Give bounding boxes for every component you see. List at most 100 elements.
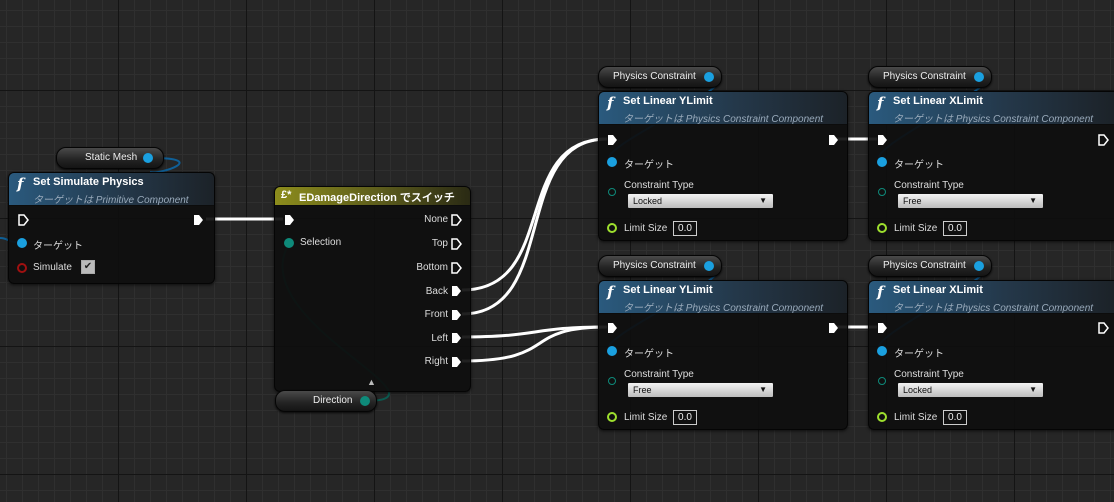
exec-output-pin-icon[interactable] [1098,134,1109,146]
exec-output-pin-icon[interactable] [828,134,839,146]
selection-pin[interactable] [284,238,294,248]
node-subtitle: ターゲットは Physics Constraint Component [893,303,1094,314]
switch-on-edamagedirection-node[interactable]: £* EDamageDirection でスイッチ Selection None… [274,186,471,392]
target-label: ターゲット [33,241,83,252]
exec-output-left-icon[interactable] [451,332,462,344]
physics-constraint-variable[interactable]: Physics Constraint [598,255,722,277]
set-linear-xlimit-node[interactable]: f Set Linear XLimit ターゲットは Physics Const… [868,280,1114,430]
exec-input-pin-icon[interactable] [877,322,888,334]
target-label: ターゲット [894,160,944,171]
constraint-type-pin[interactable] [878,377,886,385]
enum-output-pin[interactable] [360,396,370,406]
output-bottom-label: Bottom [416,262,448,273]
limit-size-pin[interactable] [607,412,617,422]
constraint-type-pin[interactable] [878,188,886,196]
limit-size-input[interactable]: 0.0 [673,221,697,236]
simulate-label: Simulate [33,262,72,273]
simulate-pin[interactable] [17,263,27,273]
node-title: Set Linear XLimit [893,284,983,296]
chevron-down-icon: ▼ [759,196,767,205]
constraint-type-dropdown[interactable]: Locked ▼ [627,193,774,209]
constraint-type-pin[interactable] [608,377,616,385]
physics-constraint-label: Physics Constraint [613,260,696,271]
exec-input-pin-icon[interactable] [607,134,618,146]
static-mesh-label: Static Mesh [85,152,138,163]
switch-icon: £* [281,189,292,201]
exec-input-pin-icon[interactable] [877,134,888,146]
chevron-down-icon: ▼ [759,385,767,394]
limit-size-pin[interactable] [877,223,887,233]
node-title: EDamageDirection でスイッチ [299,192,455,204]
node-subtitle: ターゲットは Primitive Component [33,195,189,206]
object-output-pin[interactable] [704,72,714,82]
selection-label: Selection [300,237,342,248]
set-linear-ylimit-node[interactable]: f Set Linear YLimit ターゲットは Physics Const… [598,91,848,241]
set-linear-ylimit-node[interactable]: f Set Linear YLimit ターゲットは Physics Const… [598,280,848,430]
node-title: Set Linear YLimit [623,95,713,107]
function-icon: f [17,175,24,193]
exec-output-none-icon[interactable] [451,214,462,226]
function-icon: f [877,283,884,301]
direction-variable[interactable]: Direction [275,390,377,412]
target-pin[interactable] [607,346,617,356]
target-label: ターゲット [624,349,674,360]
node-header: £* EDamageDirection でスイッチ [275,187,470,206]
limit-size-pin[interactable] [877,412,887,422]
exec-output-right-icon[interactable] [451,356,462,368]
simulate-checkbox[interactable]: ✔ [81,260,95,274]
physics-constraint-variable[interactable]: Physics Constraint [598,66,722,88]
exec-input-pin-icon[interactable] [18,214,29,226]
collapse-arrow-icon[interactable]: ▲ [367,377,376,387]
exec-output-bottom-icon[interactable] [451,262,462,274]
constraint-type-dropdown[interactable]: Locked ▼ [897,382,1044,398]
exec-output-pin-icon[interactable] [1098,322,1109,334]
target-pin[interactable] [607,157,617,167]
physics-constraint-variable[interactable]: Physics Constraint [868,255,992,277]
node-header: f Set Linear YLimit ターゲットは Physics Const… [599,281,847,314]
limit-size-label: Limit Size [624,223,668,234]
output-left-label: Left [431,333,448,344]
limit-size-label: Limit Size [894,412,938,423]
exec-input-pin-icon[interactable] [607,322,618,334]
limit-size-pin[interactable] [607,223,617,233]
physics-constraint-label: Physics Constraint [883,71,966,82]
constraint-type-dropdown[interactable]: Free ▼ [627,382,774,398]
limit-size-input[interactable]: 0.0 [943,221,967,236]
target-pin[interactable] [877,157,887,167]
constraint-type-label: Constraint Type [894,369,964,380]
exec-input-pin-icon[interactable] [284,214,295,226]
constraint-type-pin[interactable] [608,188,616,196]
target-pin[interactable] [17,238,27,248]
exec-output-front-icon[interactable] [451,309,462,321]
object-output-pin[interactable] [974,72,984,82]
output-front-label: Front [424,309,448,320]
target-pin[interactable] [877,346,887,356]
node-header: f Set Linear XLimit ターゲットは Physics Const… [869,92,1114,125]
output-right-label: Right [424,356,448,367]
set-simulate-physics-node[interactable]: f Set Simulate Physics ターゲットは Primitive … [8,172,215,284]
constraint-type-value: Locked [633,196,663,206]
exec-output-back-icon[interactable] [451,285,462,297]
limit-size-input[interactable]: 0.0 [673,410,697,425]
exec-wire [461,137,608,316]
limit-size-label: Limit Size [624,412,668,423]
physics-constraint-variable[interactable]: Physics Constraint [868,66,992,88]
output-top-label: Top [431,238,448,249]
static-mesh-variable[interactable]: Static Mesh [56,147,164,169]
exec-output-pin-icon[interactable] [828,322,839,334]
set-linear-xlimit-node[interactable]: f Set Linear XLimit ターゲットは Physics Const… [868,91,1114,241]
chevron-down-icon: ▼ [1029,385,1037,394]
exec-output-pin-icon[interactable] [193,214,204,226]
limit-size-input[interactable]: 0.0 [943,410,967,425]
object-output-pin[interactable] [143,153,153,163]
target-label: ターゲット [894,349,944,360]
chevron-down-icon: ▼ [1029,196,1037,205]
exec-output-top-icon[interactable] [451,238,462,250]
constraint-type-dropdown[interactable]: Free ▼ [897,193,1044,209]
node-subtitle: ターゲットは Physics Constraint Component [623,303,824,314]
object-output-pin[interactable] [704,261,714,271]
physics-constraint-label: Physics Constraint [883,260,966,271]
exec-wire [461,137,608,292]
object-output-pin[interactable] [974,261,984,271]
target-label: ターゲット [624,160,674,171]
